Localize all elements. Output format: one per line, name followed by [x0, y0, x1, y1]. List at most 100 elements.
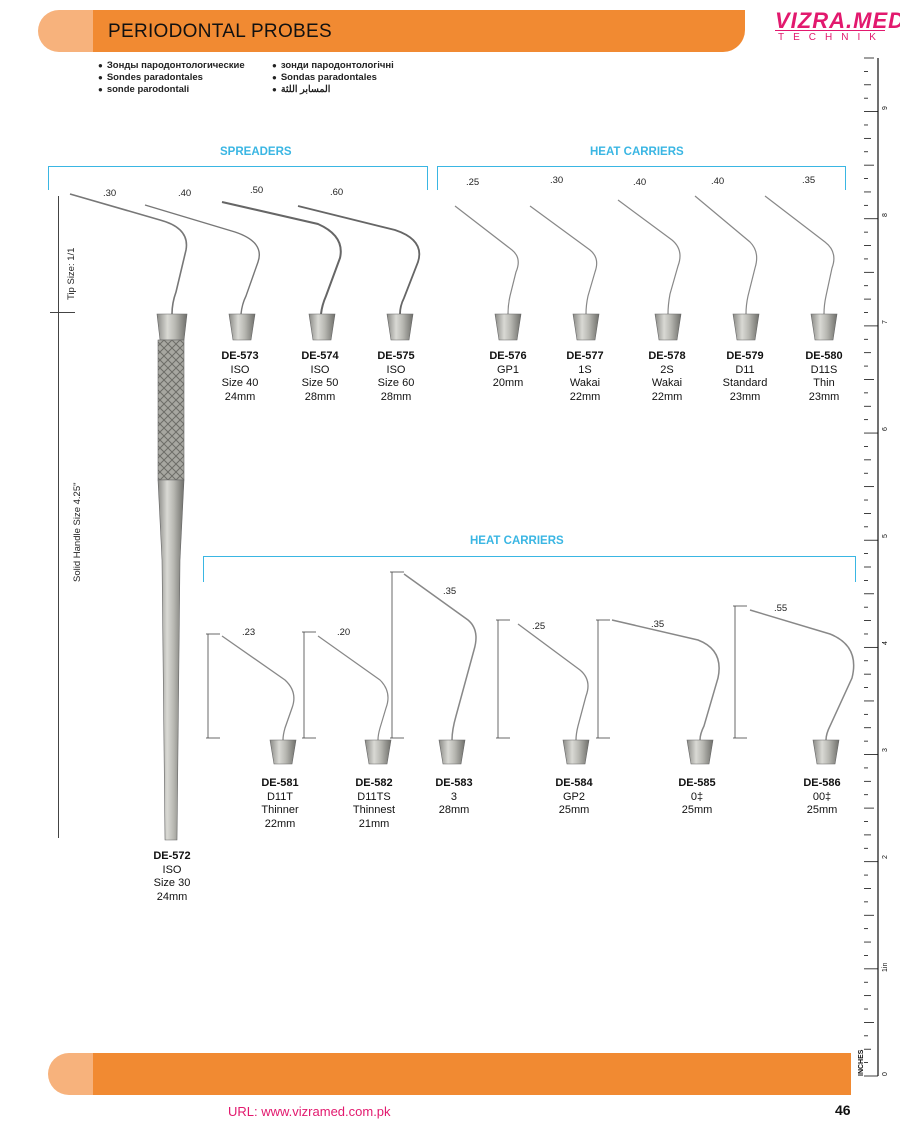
product-label-de-577: DE-577 1S Wakai 22mm	[566, 350, 603, 404]
measure-line	[58, 196, 59, 838]
page-number: 46	[835, 1102, 851, 1118]
ruler-number: 5	[882, 534, 889, 538]
product-spec: D11S	[810, 363, 838, 376]
tip-label-de-575: .60	[330, 187, 344, 198]
product-label-de-583: DE-583 3 28mm	[435, 777, 472, 818]
tip-label-de-573: .40	[178, 188, 192, 199]
product-label-de-585: DE-585 0‡ 25mm	[678, 777, 715, 818]
translation-item: ●Sondes paradontales	[98, 72, 203, 83]
product-label-de-576: DE-576 GP1 20mm	[489, 350, 526, 391]
instrument-de-585	[596, 619, 720, 765]
translation-item: ●المسابر اللثة	[272, 84, 331, 95]
instrument-de-584	[496, 619, 590, 765]
product-spec: 2S	[660, 363, 674, 376]
tip-label-de-580: .35	[802, 175, 816, 186]
tip-label-de-574: .50	[250, 185, 264, 196]
tip-label-de-572: .30	[103, 188, 117, 199]
product-spec: 20mm	[492, 377, 524, 389]
instrument-de-583	[390, 571, 477, 765]
product-spec: 28mm	[438, 804, 470, 816]
instrument-de-574	[221, 201, 342, 341]
bracket-heat-carriers-top	[437, 166, 846, 167]
instrument-de-576	[454, 205, 522, 341]
product-spec: Size 30	[153, 877, 191, 889]
product-label-de-578: DE-578 2S Wakai 22mm	[648, 350, 685, 404]
tip-label-de-584: .25	[532, 621, 546, 632]
tip-label-de-581: .23	[242, 627, 256, 638]
product-spec: Wakai	[651, 377, 683, 389]
tip-label-de-586: .55	[774, 603, 788, 614]
instrument-de-573	[144, 204, 260, 341]
ruler-number: 6	[882, 427, 889, 431]
product-code: DE-576	[489, 350, 527, 362]
product-label-de-575: DE-575 ISO Size 60 28mm	[377, 350, 414, 404]
measure-tick	[50, 312, 75, 313]
footer-bar-accent	[48, 1053, 93, 1095]
footer-url-link[interactable]: URL: www.vizramed.com.pk	[228, 1104, 391, 1119]
product-spec: Size 60	[377, 377, 415, 389]
product-code: DE-573	[221, 350, 259, 362]
product-spec: 22mm	[264, 817, 296, 830]
ruler-number: 8	[882, 213, 889, 217]
product-label-de-582: DE-582 D11TS Thinnest 21mm	[353, 777, 395, 831]
translations-col2: ●зонди пародонтологічні ●Sondas paradont…	[272, 60, 394, 96]
product-spec: 23mm	[808, 390, 840, 403]
product-spec: 25mm	[681, 804, 713, 816]
product-spec: Thinnest	[352, 804, 396, 816]
tip-label-de-577: .30	[550, 175, 564, 186]
brand-logo-sub: TECHNIK	[778, 32, 885, 43]
product-spec: 0‡	[690, 790, 704, 803]
tip-label-de-579: .40	[711, 176, 725, 187]
product-spec: 1S	[578, 363, 592, 376]
ruler-number: 7	[882, 320, 889, 324]
logo-divider	[775, 30, 885, 31]
ruler-unit-label: INCHES	[858, 1049, 865, 1076]
product-spec: ISO	[386, 363, 406, 376]
product-spec: D11	[735, 363, 755, 376]
bracket-edge	[855, 556, 856, 582]
product-spec: 25mm	[558, 804, 590, 816]
footer-bar	[93, 1053, 851, 1095]
product-spec: Wakai	[569, 377, 601, 389]
tip-label-de-583: .35	[443, 586, 457, 597]
product-code: DE-574	[301, 350, 339, 362]
product-spec: D11TS	[357, 790, 391, 803]
product-spec: ISO	[310, 363, 330, 376]
translation-item: ●sonde parodontali	[98, 84, 190, 95]
product-spec: 22mm	[651, 390, 683, 403]
product-label-de-586: DE-586 00‡ 25mm	[803, 777, 840, 818]
instrument-de-575	[297, 205, 421, 341]
product-code: DE-581	[261, 777, 299, 789]
product-spec: 25mm	[806, 804, 838, 816]
tip-label-de-576: .25	[466, 177, 480, 188]
instrument-de-572	[69, 193, 188, 841]
product-code: DE-583	[435, 777, 473, 789]
translation-item: ●Зонды пародонтологические	[98, 60, 245, 71]
instrument-de-578	[617, 199, 682, 341]
product-spec: 23mm	[729, 390, 761, 403]
product-code: DE-586	[803, 777, 841, 789]
instrument-de-579	[694, 195, 760, 341]
product-spec: Thinner	[261, 804, 299, 816]
product-spec: 3	[450, 790, 458, 803]
product-label-de-579: DE-579 D11 Standard 23mm	[723, 350, 768, 404]
product-code: DE-578	[648, 350, 686, 362]
product-code: DE-585	[678, 777, 716, 789]
ruler-number: 4	[882, 641, 889, 645]
page-title: PERIODONTAL PROBES	[108, 21, 332, 42]
ruler-number: 2	[882, 855, 889, 859]
section-title-spreaders: SPREADERS	[220, 146, 292, 158]
product-code: DE-582	[355, 777, 393, 789]
translations-col1: ●Зонды пародонтологические ●Sondes parad…	[98, 60, 245, 96]
instrument-de-581	[206, 633, 297, 765]
ruler-number: 3	[882, 748, 889, 752]
bracket-edge	[427, 166, 428, 190]
tip-label-de-582: .20	[337, 627, 351, 638]
ruler-number: 9	[882, 106, 889, 110]
instrument-de-582	[302, 631, 392, 765]
product-spec: GP2	[562, 790, 586, 803]
product-spec: 24mm	[156, 890, 188, 903]
bracket-edge	[437, 166, 438, 190]
header-bar-accent	[38, 10, 93, 52]
